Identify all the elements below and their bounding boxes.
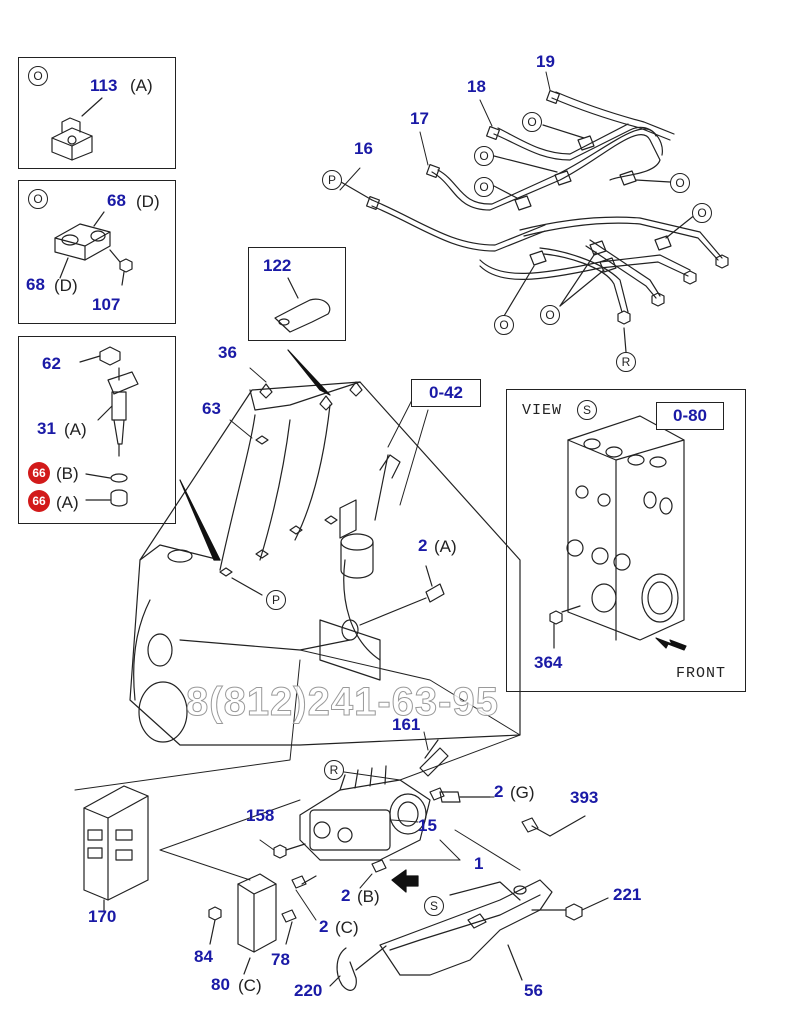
circle-o-pipe-6: O xyxy=(494,315,514,335)
bracket-56-drawing xyxy=(329,787,609,991)
inset-box-view-s xyxy=(506,389,746,692)
callout-2-g-suffix: (G) xyxy=(510,783,535,802)
inset-box-clip-113 xyxy=(18,57,176,169)
callout-36: 36 xyxy=(218,343,237,362)
callout-393: 393 xyxy=(570,788,599,807)
view-caption: VIEW xyxy=(522,402,563,419)
circle-o-pipe-7: O xyxy=(540,305,560,325)
callout-0-42: 0-42 xyxy=(411,379,481,407)
callout-80: 80 xyxy=(211,975,230,994)
phone-watermark: 8(812)241-63-95 xyxy=(186,680,499,725)
callout-170: 170 xyxy=(88,907,117,926)
callout-18: 18 xyxy=(467,77,486,96)
callout-15: 15 xyxy=(418,816,437,835)
bracket-170-drawing xyxy=(83,785,149,913)
callout-68-top-suffix: (D) xyxy=(136,192,160,211)
callout-80-suffix: (C) xyxy=(238,976,262,995)
callout-56: 56 xyxy=(524,981,543,1000)
front-arrow xyxy=(655,637,687,651)
callout-158: 158 xyxy=(246,806,275,825)
callout-31: 31 xyxy=(37,419,56,438)
pointer-wedge-left xyxy=(179,479,221,561)
callout-2-b-suffix: (B) xyxy=(357,887,380,906)
injector-31-drawing xyxy=(79,346,139,507)
circle-r-pipes: R xyxy=(616,352,636,372)
clamp-68-drawing xyxy=(54,211,133,286)
callout-2-c-suffix: (C) xyxy=(335,918,359,937)
callout-16: 16 xyxy=(354,139,373,158)
callout-68-bottom-suffix: (D) xyxy=(54,276,78,295)
callout-62: 62 xyxy=(42,354,61,373)
circle-s-view: S xyxy=(577,400,597,420)
callout-63: 63 xyxy=(202,399,221,418)
callout-122: 122 xyxy=(263,256,292,275)
inset-box-clip-122 xyxy=(248,247,346,341)
pointer-wedge-top xyxy=(287,349,331,396)
callout-2-b: 2 xyxy=(341,886,351,905)
callout-107: 107 xyxy=(92,295,121,314)
direction-arrow xyxy=(391,869,419,893)
callout-221: 221 xyxy=(613,885,642,904)
circle-o-pipe-4: O xyxy=(670,173,690,193)
callout-0-80: 0-80 xyxy=(656,402,724,430)
callout-113-suffix: (A) xyxy=(130,76,153,95)
callout-161: 161 xyxy=(392,715,421,734)
callout-19: 19 xyxy=(536,52,555,71)
circle-p-engine: P xyxy=(266,590,286,610)
circle-o-pipe-1: O xyxy=(522,112,542,132)
marker-66-b: 66 xyxy=(28,462,50,484)
callout-68-bottom: 68 xyxy=(26,275,45,294)
circle-o-box2: O xyxy=(28,189,48,209)
callout-66-b-suffix: (B) xyxy=(56,464,79,483)
clip-122-drawing xyxy=(274,277,331,333)
circle-s-bracket: S xyxy=(424,896,444,916)
circle-o-box1: O xyxy=(28,66,48,86)
circle-r-pump: R xyxy=(324,760,344,780)
callout-2-g: 2 xyxy=(494,782,504,801)
bracket-80-drawing xyxy=(208,873,297,975)
callout-78: 78 xyxy=(271,950,290,969)
callout-2-a: 2 xyxy=(418,536,428,555)
marker-66-a: 66 xyxy=(28,490,50,512)
injection-pump-drawing xyxy=(273,739,491,889)
callout-2-a-suffix: (A) xyxy=(434,537,457,556)
circle-o-pipe-5: O xyxy=(692,203,712,223)
circle-o-pipe-3: O xyxy=(474,177,494,197)
callout-2-c: 2 xyxy=(319,917,329,936)
circle-o-pipe-2: O xyxy=(474,146,494,166)
guide-lines xyxy=(74,399,521,881)
callout-17: 17 xyxy=(410,109,429,128)
callout-1: 1 xyxy=(474,854,484,873)
callout-66-a-suffix: (A) xyxy=(56,493,79,512)
callout-68-top: 68 xyxy=(107,191,126,210)
circle-p-pipes: P xyxy=(322,170,342,190)
callout-31-suffix: (A) xyxy=(64,420,87,439)
inset-box-injector-31 xyxy=(18,336,176,524)
callout-84: 84 xyxy=(194,947,213,966)
view-s-pump-drawing xyxy=(549,415,685,649)
clip-113-drawing xyxy=(51,97,103,161)
front-caption: FRONT xyxy=(676,665,727,682)
injection-pipes-drawing xyxy=(322,89,729,353)
callout-113: 113 xyxy=(90,76,118,95)
callout-364: 364 xyxy=(534,653,563,672)
inset-box-clamp-68 xyxy=(18,180,176,324)
callout-220: 220 xyxy=(294,981,323,1000)
leader-lines xyxy=(229,71,551,921)
